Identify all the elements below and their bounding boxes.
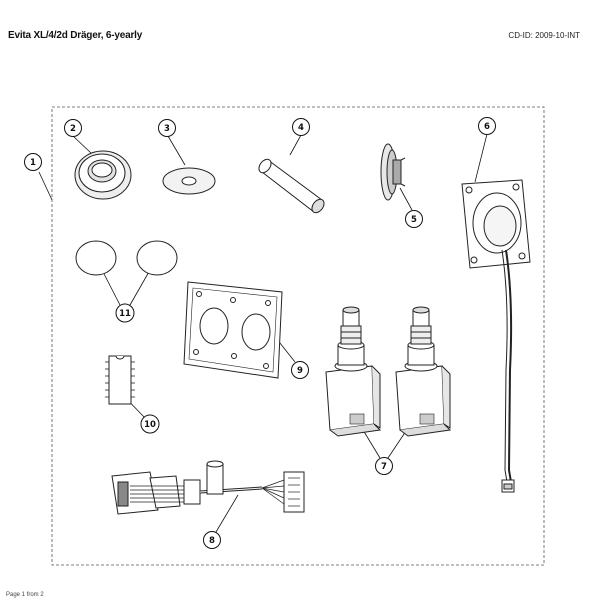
callouts: 1 2 3 4 5 6 7 8 9 10 11: [24, 117, 496, 549]
document-id: CD-ID: 2009-10-INT: [508, 31, 580, 40]
part-ring: [74, 150, 132, 200]
svg-text:2: 2: [70, 124, 76, 134]
part-tube: [258, 158, 325, 214]
callout-9: 9: [291, 361, 309, 379]
callout-11: 11: [115, 303, 135, 323]
part-fan: [461, 179, 531, 493]
svg-text:11: 11: [119, 309, 131, 319]
kit-boundary: [51, 106, 545, 566]
part-discs: [75, 240, 178, 276]
part-plate: [183, 281, 283, 379]
svg-text:9: 9: [297, 366, 303, 376]
svg-text:5: 5: [411, 215, 417, 225]
svg-text:3: 3: [164, 124, 170, 134]
svg-text:6: 6: [484, 122, 490, 132]
part-chip: [105, 355, 135, 405]
svg-text:7: 7: [381, 462, 387, 472]
callout-10: 10: [140, 414, 160, 434]
svg-text:4: 4: [298, 123, 304, 133]
part-valve-disc: [380, 143, 406, 201]
callout-3: 3: [158, 119, 176, 137]
document-footer: Page 1 from 2: [6, 592, 44, 598]
svg-text:10: 10: [144, 420, 156, 430]
callout-1: 1: [24, 153, 42, 171]
svg-text:8: 8: [209, 536, 215, 546]
callout-4: 4: [292, 118, 310, 136]
svg-text:1: 1: [30, 158, 36, 168]
part-washer: [162, 167, 216, 195]
callout-8: 8: [203, 531, 221, 549]
part-connector: [111, 460, 305, 515]
callout-2: 2: [64, 119, 82, 137]
document-title: Evita XL/4/2d Dräger, 6-yearly: [8, 30, 143, 41]
part-solenoids: [325, 306, 452, 437]
callout-5: 5: [405, 210, 423, 228]
callout-7: 7: [375, 457, 393, 475]
callout-6: 6: [478, 117, 496, 135]
